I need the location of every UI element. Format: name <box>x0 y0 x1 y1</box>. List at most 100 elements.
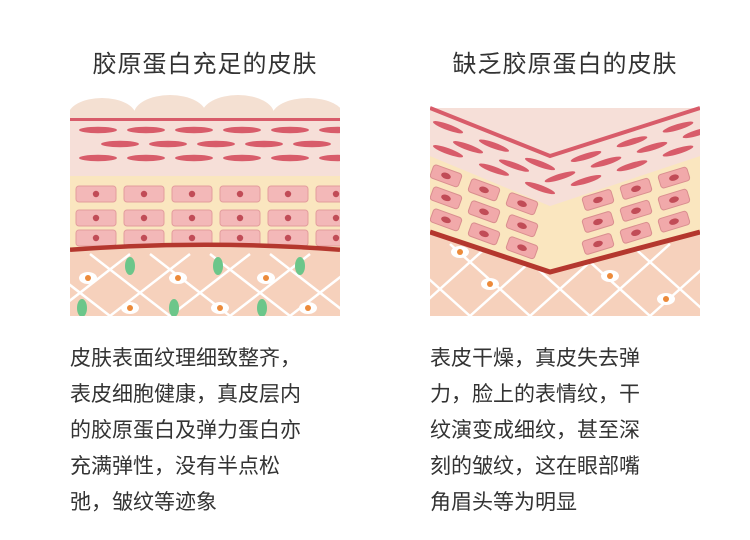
cell-nucleus <box>332 190 340 198</box>
fibroblast-nucleus <box>217 305 223 311</box>
fibroblast-nucleus <box>305 305 311 311</box>
keratin-stripe <box>662 121 694 133</box>
keratin-stripe <box>570 150 602 162</box>
elastin-fiber <box>213 257 223 275</box>
cell-nucleus <box>92 214 100 222</box>
healthy-skin-illustration <box>70 94 340 316</box>
cell-nucleus <box>284 234 292 242</box>
keratin-stripe <box>524 157 556 171</box>
cell-nucleus <box>441 216 451 224</box>
description-line: 纹演变成细纹，甚至深 <box>430 418 640 442</box>
dermal-border-line <box>70 242 340 253</box>
cell-nucleus <box>188 214 196 222</box>
cell-nucleus <box>479 186 489 194</box>
keratin-stripe <box>590 156 622 168</box>
keratin-stripe <box>223 126 261 134</box>
keratin-stripe <box>223 154 261 162</box>
fibroblast-nucleus <box>127 305 133 311</box>
cell-nucleus <box>441 172 451 180</box>
keratin-stripe <box>175 154 213 162</box>
keratin-stripe <box>319 126 340 134</box>
keratin-stripe <box>544 171 576 183</box>
cell-nucleus <box>140 214 148 222</box>
cell-nucleus <box>236 190 244 198</box>
cell-nucleus <box>479 208 489 216</box>
cell-nucleus <box>92 190 100 198</box>
description-line: 充满弹性，没有半点松 <box>70 454 280 478</box>
cell-nucleus <box>593 240 603 248</box>
cell-nucleus <box>332 234 340 242</box>
keratin-stripe <box>197 140 235 148</box>
stratum-corneum-layer <box>70 118 340 176</box>
healthy-skin-description: 皮肤表面纹理细致整齐， 表皮细胞健康，真皮层内 的胶原蛋白及弹力蛋白亦 充满弹性… <box>70 340 350 520</box>
fibroblast-nucleus <box>663 296 669 302</box>
keratin-stripe <box>616 160 648 172</box>
epidermis-cell-layer <box>70 176 340 250</box>
keratin-stripe <box>662 145 694 157</box>
keratin-stripe <box>636 141 668 153</box>
cell-nucleus <box>517 244 527 252</box>
keratin-stripe <box>478 163 510 176</box>
description-line: 的胶原蛋白及弹力蛋白亦 <box>70 418 301 442</box>
description-line: 皮肤表面纹理细致整齐， <box>70 346 301 370</box>
aged-skin-panel: 缺乏胶原蛋白的皮肤 <box>400 0 730 540</box>
cell-nucleus <box>140 234 148 242</box>
keratin-stripe <box>498 159 530 172</box>
cell-nucleus <box>236 214 244 222</box>
cell-nucleus <box>140 190 148 198</box>
cell-nucleus <box>593 196 603 204</box>
aged-skin-description: 表皮干燥，真皮失去弹 力，脸上的表情纹，干 纹演变成细纹，甚至深 刻的皱纹，这在… <box>430 340 710 520</box>
keratin-stripe <box>175 126 213 134</box>
dermis-layer <box>430 232 700 316</box>
fibroblast-nucleus <box>263 275 269 281</box>
cell-nucleus <box>517 222 527 230</box>
keratin-stripe <box>271 126 309 134</box>
cell-nucleus <box>188 190 196 198</box>
elastin-fiber <box>125 257 135 275</box>
keratin-stripe <box>79 126 117 134</box>
elastin-fiber <box>169 299 179 316</box>
aged-skin-illustration <box>430 94 700 316</box>
keratin-stripe <box>271 154 309 162</box>
elastin-fiber <box>77 299 87 316</box>
description-line: 刻的皱纹，这在眼部嘴 <box>430 454 640 478</box>
cell-nucleus <box>669 196 679 203</box>
cell-nucleus <box>479 230 489 238</box>
dermal-border-line <box>430 229 700 275</box>
cell-nucleus <box>188 234 196 242</box>
elastin-fiber <box>257 299 267 316</box>
cell-nucleus <box>284 190 292 198</box>
description-line: 表皮干燥，真皮失去弹 <box>430 346 640 370</box>
keratin-stripe <box>127 154 165 162</box>
dermis-layer <box>70 247 340 316</box>
panel-title-healthy: 胶原蛋白充足的皮肤 <box>92 50 318 78</box>
keratin-stripe <box>524 181 556 195</box>
cell-nucleus <box>441 194 451 202</box>
fibroblast-nucleus <box>457 249 463 255</box>
keratin-stripe <box>452 141 484 154</box>
keratin-stripe <box>293 140 331 148</box>
keratin-stripe <box>616 136 648 148</box>
keratin-stripe <box>570 174 602 186</box>
description-line: 角眉头等为明显 <box>430 490 577 514</box>
cell-nucleus <box>92 234 100 242</box>
keratin-stripe <box>101 140 139 148</box>
keratin-stripe <box>79 154 117 162</box>
keratin-stripe <box>245 140 283 148</box>
cell-nucleus <box>669 218 679 225</box>
keratin-stripe <box>682 127 700 139</box>
epidermal-cell <box>315 229 340 247</box>
cell-nucleus <box>284 214 292 222</box>
keratin-stripe <box>127 126 165 134</box>
cell-nucleus <box>236 234 244 242</box>
healthy-skin-panel: 胶原蛋白充足的皮肤 <box>40 0 370 540</box>
cell-nucleus <box>593 218 603 226</box>
epidermal-cell <box>315 185 340 203</box>
description-line: 弛，皱纹等迹象 <box>70 490 217 514</box>
elastin-fiber <box>295 257 305 275</box>
keratin-stripe <box>432 121 464 134</box>
description-line: 表皮细胞健康，真皮层内 <box>70 382 301 406</box>
epidermal-cell <box>315 209 340 227</box>
keratin-stripe <box>149 140 187 148</box>
